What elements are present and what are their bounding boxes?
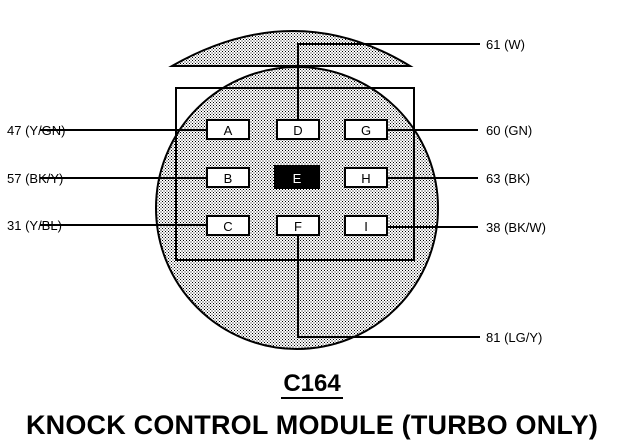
circuit-label-f: 81 (LG/Y) [486, 330, 542, 345]
connector-face [175, 87, 415, 261]
pin-h: H [344, 167, 388, 188]
circuit-label-a: 47 (Y/GN) [7, 123, 66, 138]
circuit-label-i: 38 (BK/W) [486, 220, 546, 235]
pin-e: E [274, 165, 320, 189]
circuit-label-d: 61 (W) [486, 37, 525, 52]
pin-g: G [344, 119, 388, 140]
circuit-label-h: 63 (BK) [486, 171, 530, 186]
pin-d: D [276, 119, 320, 140]
connector-id-text: C164 [281, 370, 343, 399]
connector-lock-tab [168, 30, 414, 67]
pin-d-label: D [293, 123, 302, 138]
pin-b-label: B [224, 171, 233, 186]
pin-b: B [206, 167, 250, 188]
pin-g-label: G [361, 123, 371, 138]
pin-f: F [276, 215, 320, 236]
pin-a-label: A [224, 123, 233, 138]
pin-c: C [206, 215, 250, 236]
pin-f-label: F [294, 219, 302, 234]
connector-id: C164 [0, 370, 624, 399]
pin-h-label: H [361, 171, 370, 186]
leader-lines [40, 43, 480, 338]
circuit-label-c: 31 (Y/BL) [7, 218, 62, 233]
pin-a: A [206, 119, 250, 140]
pin-i-label: I [364, 219, 368, 234]
connector-title: KNOCK CONTROL MODULE (TURBO ONLY) [25, 410, 599, 440]
pin-c-label: C [223, 219, 232, 234]
circuit-label-b: 57 (BK/Y) [7, 171, 63, 186]
circuit-label-g: 60 (GN) [486, 123, 532, 138]
pin-e-label: E [293, 171, 302, 186]
leader-line-f [297, 233, 480, 338]
pin-i: I [344, 215, 388, 236]
leader-line-d [297, 43, 480, 120]
